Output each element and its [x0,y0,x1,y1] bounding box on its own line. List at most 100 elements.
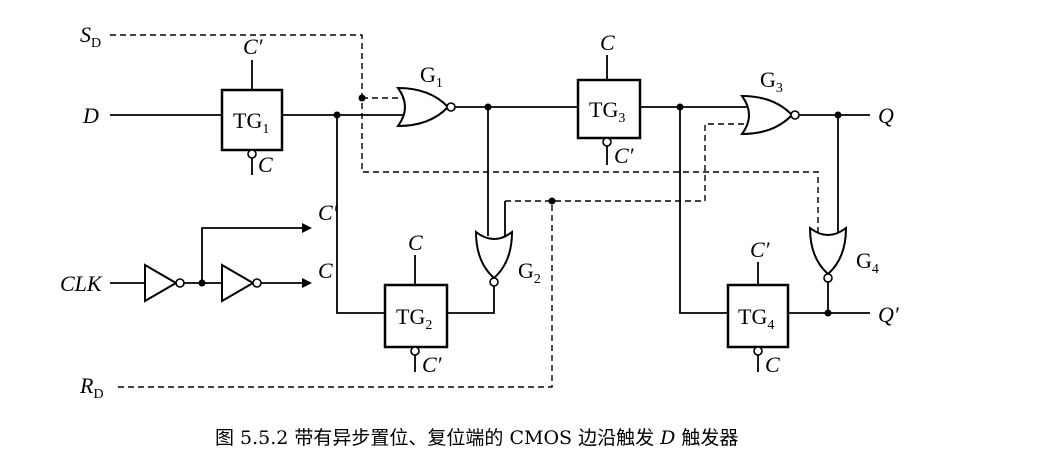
svg-text:TG4: TG4 [738,304,774,333]
tg1-box [220,88,284,152]
g3-bubble [790,110,800,120]
labels: SD RD D CLK Q Q′ C′ C G1 G2 G3 G4 C′ C C… [60,22,900,402]
junction-sd-g1 [358,94,366,102]
caption-suffix: 触发器 [675,427,738,449]
tg3-bubble [602,137,612,147]
svg-text:G4: G4 [856,248,879,277]
tg4: TG4 [726,283,790,356]
tg1-bubble [247,149,257,159]
tg3-label: TG [589,97,618,122]
tg2-bubble [410,346,420,356]
tg2: TG2 [383,283,449,356]
wires [110,55,870,372]
label-g1: G [420,62,436,87]
label-clk-c: C [318,258,333,283]
tg4-bubble [753,346,763,356]
g2-nor-gate [474,229,514,287]
wire-to-tg2 [336,115,385,314]
junction-tg3-out [676,103,684,111]
label-q: Q [878,103,894,128]
label-clk-c-prime: C′ [318,200,339,225]
tg3-bottom-label: C′ [614,143,635,168]
tg2-top-label: C [408,230,423,255]
label-g2: G [518,258,534,283]
dashed-feedback-g3 [505,123,748,202]
tg2-label: TG [396,304,425,329]
svg-text:图 5.5.2 带有异步置位、复位端的 CMOS 边沿触: 图 5.5.2 带有异步置位、复位端的 CMOS 边沿触发 D 触发器 [215,427,738,449]
wire-c-prime-branch [201,227,302,283]
arrow-c [302,278,312,288]
inverter-2-body [221,263,255,303]
g4-nor-gate [808,225,848,283]
tg3-top-label: C [600,30,615,55]
tg2-sub: 2 [425,318,432,333]
caption-italic: D [659,427,675,449]
tg1-bottom-label: C [258,152,273,177]
label-d: D [82,103,99,128]
tg4-bottom-label: C [765,352,780,377]
inverter-1 [144,263,185,303]
svg-text:TG3: TG3 [589,97,625,126]
inverter-1-bubble [175,278,185,288]
svg-text:G3: G3 [760,67,783,96]
label-g2-sub: 2 [534,272,541,287]
wire-to-tg4 [679,107,728,314]
g2-body [474,229,514,280]
junction-clk [198,279,206,287]
caption-prefix: 图 5.5.2 带有异步置位、复位端的 CMOS 边沿触发 [215,427,660,449]
arrow-c-prime [302,223,312,233]
label-g3-sub: 3 [776,81,783,96]
svg-text:RD: RD [79,373,104,402]
junction-rd [548,197,556,205]
label-q-prime: Q′ [878,302,900,327]
label-sd-sub: D [91,36,101,51]
label-rd: R [79,373,94,398]
g3-body [740,94,794,136]
tg4-sub: 4 [767,318,774,333]
g1-nor-gate [396,86,456,128]
arrowheads [302,223,312,288]
tg1-sub: 1 [262,122,269,137]
inverter-2 [221,263,262,303]
tg3: TG3 [576,78,642,147]
junctions [198,94,842,317]
inverter-2-bubble [252,278,262,288]
label-g4-sub: 4 [872,262,879,277]
svg-text:SD: SD [80,22,101,51]
label-g4: G [856,248,872,273]
label-clk: CLK [60,271,103,296]
inverter-1-body [144,263,178,303]
dashed-set-line [110,34,819,232]
g2-bubble [489,277,499,287]
svg-text:G1: G1 [420,62,443,91]
tg4-box [726,283,790,349]
tg1-label: TG [233,108,262,133]
svg-text:TG2: TG2 [396,304,432,333]
dashed-lines [110,34,819,388]
tg3-box [576,78,642,140]
junction-g1-out [484,103,492,111]
dashed-reset-line [118,201,553,388]
g4-body [808,225,848,276]
tg1: TG1 [220,88,284,159]
g4-bubble [823,273,833,283]
tg2-bottom-label: C′ [422,352,443,377]
junction-q [834,111,842,119]
tg1-top-label: C′ [243,34,264,59]
g1-body [396,86,450,128]
tg3-sub: 3 [618,111,625,126]
svg-text:G2: G2 [518,258,541,287]
g1-bubble [446,102,456,112]
tg4-top-label: C′ [750,237,771,262]
label-g1-sub: 1 [436,76,443,91]
label-sd: S [80,22,91,47]
tg4-label: TG [738,304,767,329]
g3-nor-gate [740,94,800,136]
label-g3: G [760,67,776,92]
svg-text:TG1: TG1 [233,108,269,137]
junction-tg1-out [333,111,341,119]
junction-q-prime [824,309,832,317]
tg2-box [383,283,449,349]
